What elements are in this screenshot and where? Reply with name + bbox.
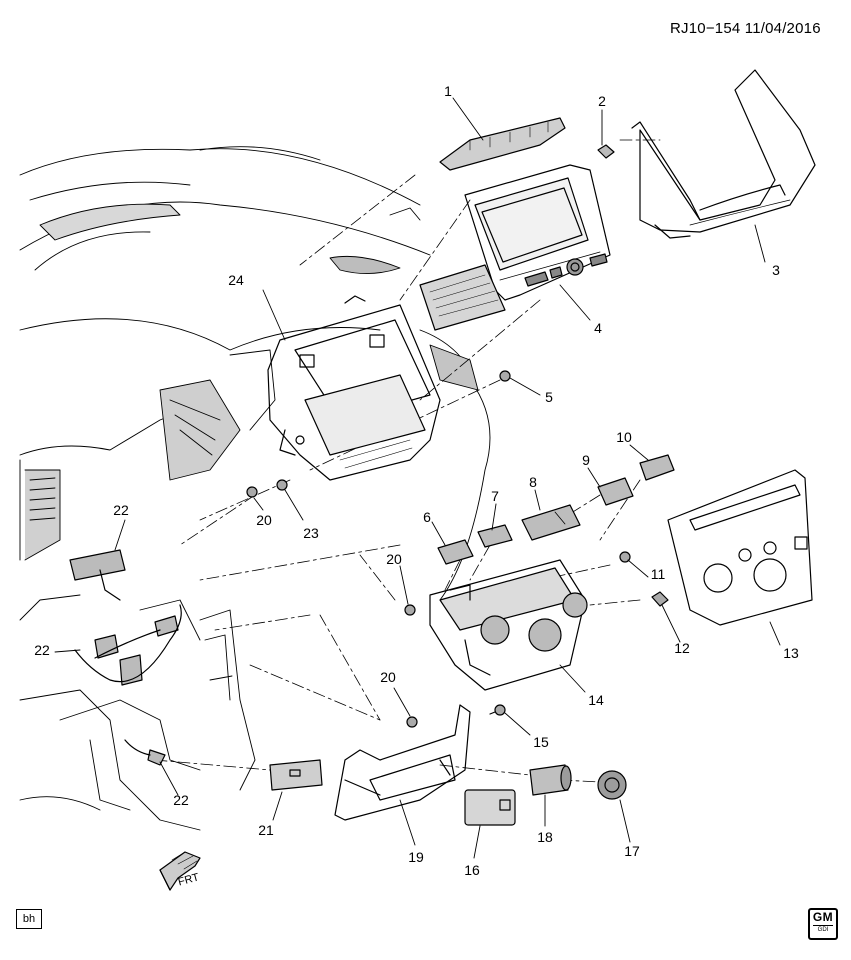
part-1-trim-strip xyxy=(439,117,566,171)
part-19-lower-bracket xyxy=(334,704,471,821)
part-2-clip xyxy=(597,144,615,159)
part-23-screw xyxy=(276,479,288,491)
callout-22-upper: 22 xyxy=(113,502,129,518)
callout-15: 15 xyxy=(533,734,549,750)
callout-1: 1 xyxy=(444,83,452,99)
callout-13: 13 xyxy=(783,645,799,661)
gm-logo-text: GM xyxy=(812,910,834,924)
part-21-aux-module xyxy=(269,759,323,791)
callout-20-upper: 20 xyxy=(256,512,272,528)
part-12-clip xyxy=(651,591,669,607)
callout-11: 11 xyxy=(650,566,666,582)
part-5-screw xyxy=(499,370,511,382)
instrument-panel-outline xyxy=(19,146,491,831)
gm-logo-icon: GM GDI xyxy=(808,908,838,940)
diagram-code: RJ10−154 11/04/2016 xyxy=(670,20,821,37)
part-22-harnesses xyxy=(69,549,182,766)
part-15-screw xyxy=(489,704,506,716)
assembly-leader-lines xyxy=(154,139,661,783)
bh-badge: bh xyxy=(16,909,42,929)
part-14-hvac-control xyxy=(429,559,588,691)
callout-7: 7 xyxy=(491,488,499,504)
callout-8: 8 xyxy=(529,474,537,490)
callout-17: 17 xyxy=(624,843,640,859)
part-11-screw xyxy=(619,551,631,563)
part-13-hvac-bezel xyxy=(667,469,813,626)
part-3-bezel xyxy=(631,69,816,239)
callout-24: 24 xyxy=(228,272,244,288)
callout-20-lower: 20 xyxy=(380,669,396,685)
callout-18: 18 xyxy=(537,829,553,845)
gm-logo-subtext: GDI xyxy=(813,925,833,935)
callout-leader-lines xyxy=(54,97,781,859)
callout-9: 9 xyxy=(582,452,590,468)
frt-arrow-icon xyxy=(159,851,201,891)
part-4-radio-display xyxy=(419,164,611,331)
callout-14: 14 xyxy=(588,692,604,708)
callout-4: 4 xyxy=(594,320,602,336)
callout-16: 16 xyxy=(464,862,480,878)
callout-10: 10 xyxy=(616,429,632,445)
callout-22-left: 22 xyxy=(34,642,50,658)
part-16-usb-port xyxy=(464,789,516,826)
part-20-nuts xyxy=(246,486,418,728)
part-17-cap xyxy=(597,770,627,800)
callout-5: 5 xyxy=(545,389,553,405)
part-18-power-outlet xyxy=(529,764,572,796)
callout-12: 12 xyxy=(674,640,690,656)
callout-21: 21 xyxy=(258,822,274,838)
parts-6-10-switches xyxy=(437,454,675,565)
callout-22-lower: 22 xyxy=(173,792,189,808)
callout-3: 3 xyxy=(772,262,780,278)
callout-2: 2 xyxy=(598,93,606,109)
part-24-bracket xyxy=(267,295,441,481)
callout-23: 23 xyxy=(303,525,319,541)
callout-20-middle: 20 xyxy=(386,551,402,567)
callout-19: 19 xyxy=(408,849,424,865)
callout-6: 6 xyxy=(423,509,431,525)
